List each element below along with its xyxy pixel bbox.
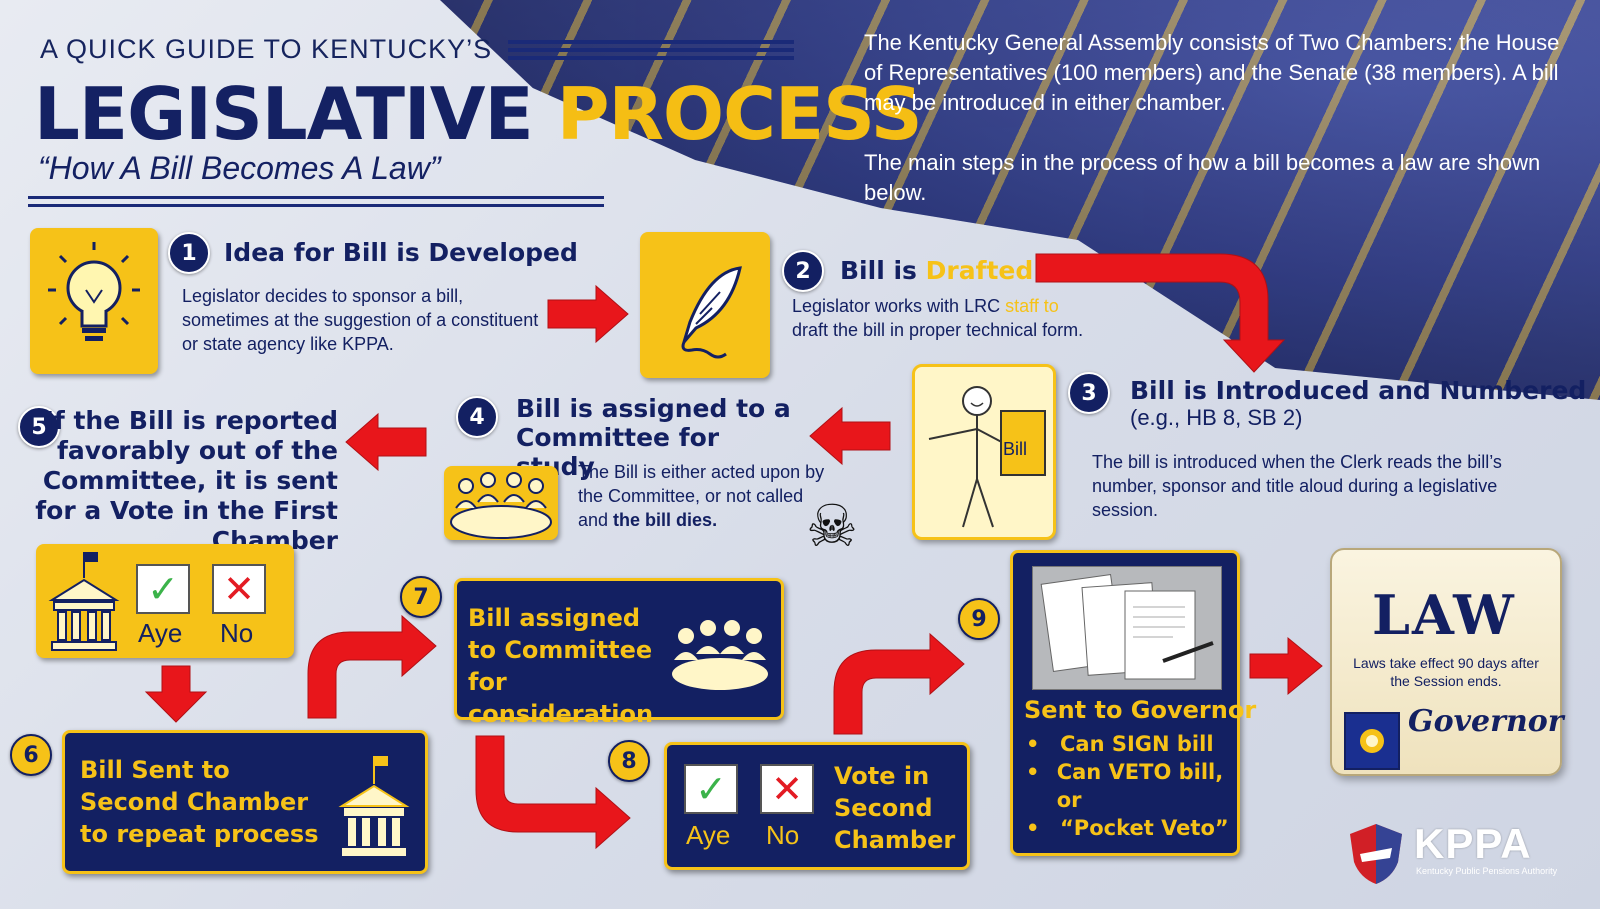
title-part-2: PROCESS (556, 72, 923, 156)
title-part-1: LEGISLATIVE (34, 72, 557, 156)
step-4-text-b: the bill dies. (613, 510, 718, 530)
header-kicker-lines (508, 40, 794, 64)
arrow-8-to-9 (833, 632, 965, 735)
arrow-3-to-4 (809, 406, 891, 466)
intro-text: The Kentucky General Assembly consists o… (864, 28, 1574, 238)
header-rule (28, 196, 604, 212)
committee-meeting-icon-2 (672, 620, 768, 690)
step-9-badge: 9 (958, 598, 1000, 640)
aye-checkbox-icon-2: ✓ (684, 764, 738, 814)
step-1-badge: 1 (168, 232, 210, 274)
step-3-title: Bill is Introduced and Numbered (1130, 376, 1587, 405)
header-kicker: A QUICK GUIDE TO KENTUCKY’S (40, 34, 493, 64)
step-5-aye-label: Aye (138, 618, 183, 648)
aye-checkbox-icon: ✓ (136, 564, 190, 614)
step-3-text: The bill is introduced when the Clerk re… (1092, 452, 1502, 520)
capitol-building-icon-2 (338, 756, 410, 856)
lightbulb-icon (48, 242, 140, 341)
intro-paragraph-1: The Kentucky General Assembly consists o… (864, 30, 1560, 115)
arrow-2-to-3 (1035, 253, 1286, 373)
arrow-7-to-8 (475, 735, 631, 850)
capitol-building-icon (48, 552, 120, 651)
step-4-text-a: The Bill is either acted upon by the Com… (578, 462, 825, 530)
document-stack-icon (1040, 573, 1214, 680)
list-item: •Can SIGN bill (1026, 732, 1214, 756)
step-8-aye-label: Aye (686, 820, 731, 850)
step-3-badge: 3 (1068, 372, 1110, 414)
kppa-logo-text: KPPA (1414, 820, 1532, 867)
documents-signing-image (1032, 566, 1222, 690)
step-2-text-c: draft the bill in proper technical form. (792, 320, 1084, 340)
step-2-title: Bill is Drafted (840, 256, 1033, 285)
kentucky-seal-icon (1344, 712, 1400, 770)
quill-pen-icon (681, 266, 742, 359)
step-2-text-b: staff to (1005, 296, 1059, 316)
bill-card-label: Bill (1003, 439, 1028, 459)
no-x-icon: ✕ (212, 564, 266, 614)
no-x-icon-2: ✕ (760, 764, 814, 814)
arrow-4-to-5 (345, 412, 427, 472)
step-2-text-a: Legislator works with LRC (792, 296, 1006, 316)
page-title: LEGISLATIVE PROCESS (34, 72, 923, 156)
step-9-item-3: “Pocket Veto” (1060, 816, 1229, 840)
step-6-title: Bill Sent to Second Chamber to repeat pr… (80, 756, 319, 848)
arrow-9-to-law (1249, 636, 1323, 696)
step-3-example: (e.g., HB 8, SB 2) (1130, 405, 1303, 430)
step-9-item-2: Can VETO bill, or (1056, 760, 1224, 812)
list-item: •Can VETO bill, or (1026, 758, 1236, 814)
step-2-icon-box (640, 232, 770, 378)
arrow-6-to-7 (307, 614, 437, 719)
list-item: •“Pocket Veto” (1026, 816, 1229, 840)
step-2-title-a: Bill is (840, 256, 926, 285)
step-4-badge: 4 (456, 396, 498, 438)
arrow-5-to-6 (144, 665, 208, 723)
step-7-title: Bill assigned to Committee for considera… (468, 604, 654, 728)
step-7-badge: 7 (400, 576, 442, 618)
step-1-icon-box (30, 228, 158, 374)
step-5-no-label: No (220, 618, 254, 648)
law-scroll (1330, 548, 1562, 776)
law-heading: LAW (1372, 583, 1516, 647)
governor-signature: Governor (1408, 704, 1564, 739)
step-2-title-b: Drafted (925, 256, 1034, 285)
step-9-item-1: Can SIGN bill (1060, 732, 1214, 756)
step-2-badge: 2 (782, 250, 824, 292)
step-9-list: •Can SIGN bill •Can VETO bill, or •“Pock… (1026, 730, 1236, 842)
step-1-text: Legislator decides to sponsor a bill, so… (182, 286, 539, 354)
step-8-no-label: No (766, 820, 800, 850)
step-2-text: Legislator works with LRC staff to draft … (792, 294, 1172, 342)
person-holding-bill-icon (928, 386, 1046, 528)
step-4-text: The Bill is either acted upon by the Com… (578, 460, 838, 532)
intro-paragraph-2: The main steps in the process of how a b… (864, 150, 1541, 205)
kppa-logo-subtitle: Kentucky Public Pensions Authority (1416, 866, 1558, 876)
step-8-title: Vote in Second Chamber (834, 762, 956, 854)
step-5-title: If the Bill is reported favorably out of… (35, 406, 338, 555)
kppa-shield-logo-icon (1350, 824, 1402, 884)
skull-icon: ☠ (806, 492, 858, 560)
arrow-1-to-2 (547, 284, 629, 344)
step-3-illustration: Bill (912, 364, 1056, 540)
step-8-badge: 8 (608, 740, 650, 782)
page-subtitle: “How A Bill Becomes A Law” (38, 150, 441, 186)
step-1-title: Idea for Bill is Developed (224, 238, 578, 267)
step-5-badge: 5 (18, 406, 60, 448)
committee-meeting-icon (450, 472, 552, 539)
step-9-title: Sent to Governor (1024, 696, 1257, 724)
law-note: Laws take effect 90 days after the Sessi… (1353, 655, 1539, 689)
step-4-icon-box (444, 466, 558, 540)
step-6-badge: 6 (10, 734, 52, 776)
